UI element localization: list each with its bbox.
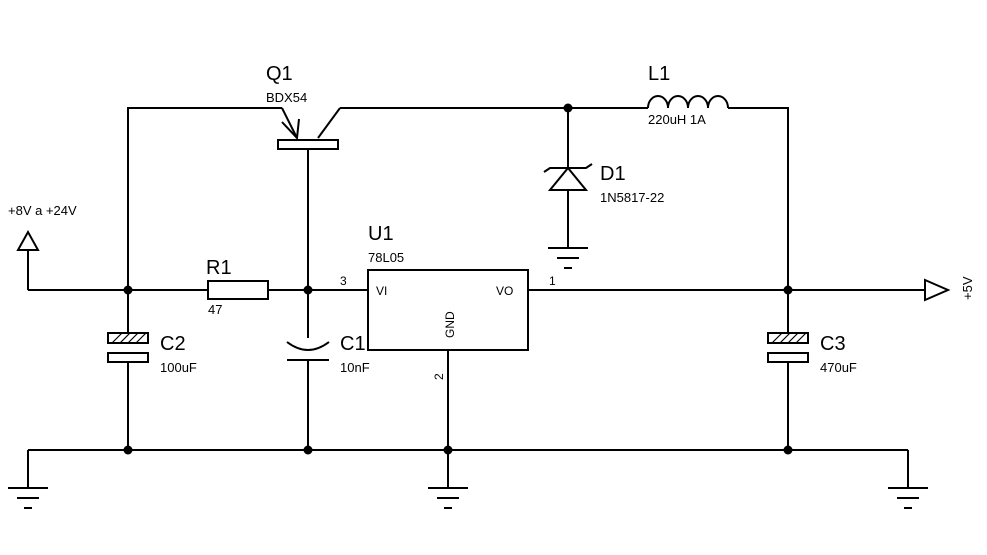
inductor-l1: L1 220uH 1A bbox=[647, 63, 729, 127]
transistor-base-bar bbox=[277, 139, 339, 150]
u1-ref: U1 bbox=[368, 223, 394, 245]
r1-value: 47 bbox=[208, 302, 222, 317]
inductor-coil-icon bbox=[647, 95, 729, 109]
q1-value: BDX54 bbox=[266, 90, 307, 105]
u1-value: 78L05 bbox=[368, 250, 404, 265]
diode-triangle-icon bbox=[547, 166, 589, 191]
input-port: +8V a +24V bbox=[8, 203, 77, 251]
resistor-body bbox=[207, 280, 269, 300]
output-voltage-label: +5V bbox=[960, 276, 975, 300]
c2-value: 100uF bbox=[160, 360, 197, 375]
q1-ref: Q1 bbox=[266, 63, 293, 85]
regulator-u1: U1 78L05 VI VO GND 3 1 2 bbox=[340, 223, 556, 380]
l1-ref: L1 bbox=[648, 63, 670, 85]
transistor-arrow-icon bbox=[281, 118, 300, 141]
junction-dot bbox=[443, 445, 453, 455]
c3-value: 470uF bbox=[820, 360, 857, 375]
ground-icon bbox=[888, 487, 928, 509]
c3-ref: C3 bbox=[820, 333, 846, 355]
transistor-q1: Q1 BDX54 bbox=[266, 63, 341, 150]
c2-ref: C2 bbox=[160, 333, 186, 355]
capacitor-c2: C2 100uF bbox=[107, 332, 197, 375]
resistor-r1: R1 47 bbox=[206, 257, 269, 317]
plate-hatch-icon bbox=[111, 332, 147, 344]
wire-inductor-out bbox=[728, 107, 789, 290]
r1-ref: R1 bbox=[206, 257, 232, 279]
junction-dot bbox=[783, 285, 793, 295]
u1-pin-gnd: GND bbox=[443, 311, 457, 338]
junction-dot bbox=[783, 445, 793, 455]
plate-hatch-icon bbox=[771, 332, 807, 344]
u1-pin-number-in: 3 bbox=[340, 274, 347, 288]
u1-pin-vi: VI bbox=[376, 284, 387, 298]
d1-value: 1N5817-22 bbox=[600, 190, 664, 205]
capacitor-plate-negative bbox=[767, 352, 809, 363]
d1-ref: D1 bbox=[600, 163, 626, 185]
junction-dot bbox=[563, 103, 573, 113]
input-voltage-label: +8V a +24V bbox=[8, 203, 77, 218]
capacitor-c1: C1 10nF bbox=[286, 333, 370, 375]
diode-d1: D1 1N5817-22 bbox=[543, 163, 664, 205]
junction-dot bbox=[303, 445, 313, 455]
transistor-emitter-lead bbox=[281, 107, 298, 139]
output-arrow-icon bbox=[924, 278, 951, 302]
input-arrow-icon bbox=[16, 229, 40, 251]
capacitor-c3: C3 470uF bbox=[767, 332, 857, 375]
ground-symbols bbox=[8, 247, 928, 509]
ground-icon bbox=[548, 247, 588, 269]
output-port: +5V bbox=[924, 276, 975, 302]
junction-dot bbox=[303, 285, 313, 295]
u1-pin-vo: VO bbox=[496, 284, 513, 298]
wires bbox=[27, 107, 925, 488]
ground-icon bbox=[428, 487, 468, 509]
ground-icon bbox=[8, 487, 48, 509]
junction-dot bbox=[123, 285, 133, 295]
regulator-body bbox=[367, 269, 529, 351]
l1-value: 220uH 1A bbox=[648, 112, 706, 127]
wire-emitter-feed bbox=[127, 107, 282, 290]
u1-pin-number-gnd: 2 bbox=[432, 373, 446, 380]
transistor-collector-lead bbox=[317, 107, 341, 139]
junction-dot bbox=[123, 445, 133, 455]
c1-value: 10nF bbox=[340, 360, 370, 375]
diode-cathode-bar bbox=[543, 163, 593, 173]
capacitor-plate-negative bbox=[107, 352, 149, 363]
u1-pin-number-out: 1 bbox=[549, 274, 556, 288]
junctions bbox=[123, 103, 793, 455]
c1-ref: C1 bbox=[340, 333, 366, 355]
capacitor-curved-plate bbox=[286, 341, 330, 351]
